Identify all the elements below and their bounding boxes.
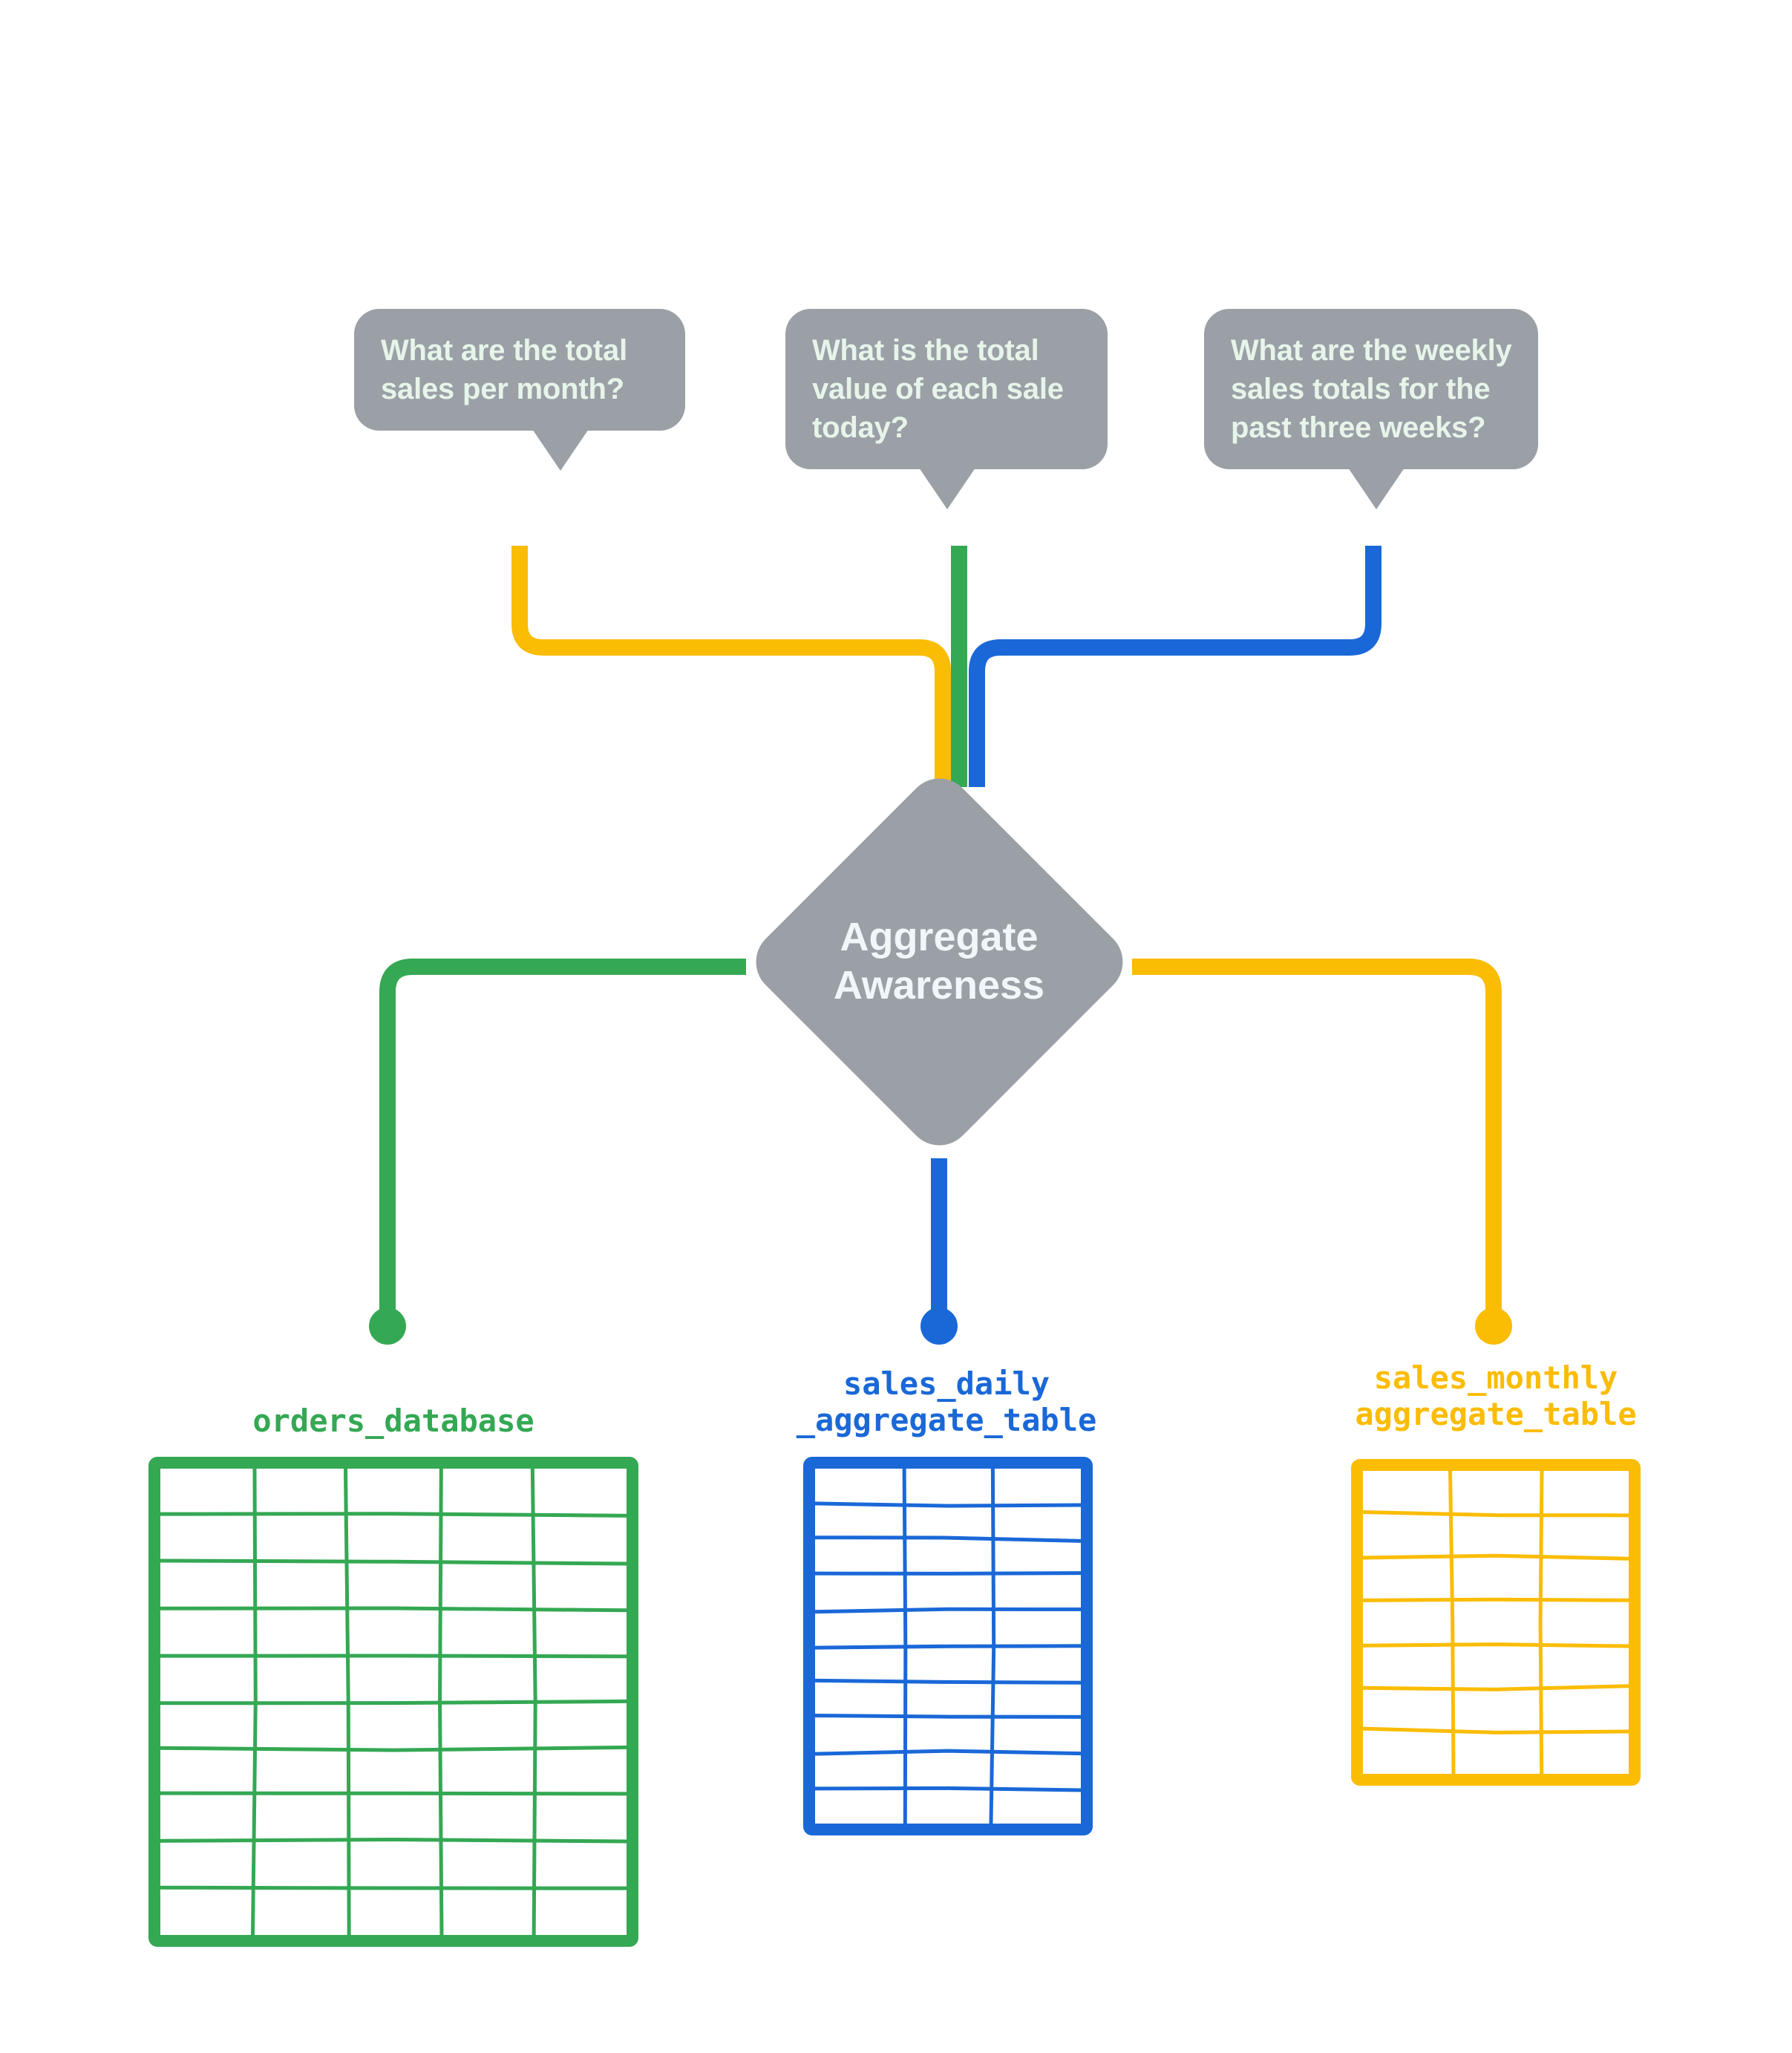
question-bubble-weekly-text: What are the weekly sales totals for the…: [1231, 334, 1512, 444]
table-row-divider: [1363, 1645, 1629, 1646]
table-sales-monthly[interactable]: [1351, 1459, 1641, 1786]
connector-question-monthly: [520, 546, 943, 787]
table-caption-orders-database: orders_database: [104, 1403, 683, 1440]
table-row-divider: [160, 1887, 627, 1888]
table-row-divider: [1363, 1512, 1629, 1515]
endpoint-dot-sales-daily: [920, 1308, 958, 1345]
question-bubble-monthly-text: What are the total sales per month?: [381, 334, 627, 405]
table-row-divider: [160, 1608, 627, 1610]
table-row-divider: [815, 1788, 1081, 1790]
table-row-divider: [160, 1656, 627, 1657]
table-row-divider: [815, 1573, 1081, 1574]
connector-orders-database: [387, 967, 746, 1316]
table-row-divider: [1363, 1729, 1629, 1732]
aggregate-awareness-node[interactable]: Aggregate Awareness: [742, 765, 1136, 1158]
question-bubble-monthly[interactable]: What are the total sales per month?: [354, 309, 685, 431]
bubble-tail-icon: [1348, 468, 1405, 509]
table-row-divider: [1363, 1686, 1629, 1690]
table-row-divider: [815, 1538, 1081, 1541]
endpoint-dot-orders-database: [369, 1308, 406, 1345]
table-caption-sales-daily: sales_daily _aggregate_table: [727, 1366, 1165, 1438]
table-row-divider: [160, 1561, 627, 1564]
table-caption-sales-monthly: sales_monthly aggregate_table: [1295, 1360, 1696, 1432]
diamond-shape: [742, 765, 1136, 1158]
table-row-divider: [1363, 1556, 1629, 1558]
table-row-divider: [815, 1504, 1081, 1506]
table-row-divider: [160, 1793, 627, 1794]
table-row-divider: [1363, 1599, 1629, 1600]
bubble-tail-icon: [919, 468, 975, 509]
table-row-divider: [160, 1840, 627, 1841]
bubble-tail-icon: [532, 429, 589, 471]
table-row-divider: [815, 1680, 1081, 1682]
question-bubble-weekly[interactable]: What are the weekly sales totals for the…: [1204, 309, 1538, 469]
table-row-divider: [815, 1751, 1081, 1754]
table-row-divider: [160, 1747, 627, 1750]
table-column-divider: [1451, 1471, 1453, 1774]
table-row-divider: [815, 1609, 1081, 1611]
endpoint-dot-sales-monthly: [1475, 1308, 1512, 1345]
table-row-divider: [160, 1514, 627, 1516]
table-orders-database[interactable]: [148, 1457, 638, 1947]
table-sales-daily[interactable]: [803, 1457, 1093, 1835]
question-bubble-daily-text: What is the total value of each sale tod…: [812, 334, 1064, 444]
table-row-divider: [815, 1715, 1081, 1717]
table-row-divider: [160, 1701, 627, 1703]
table-row-divider: [815, 1646, 1081, 1648]
question-bubble-daily[interactable]: What is the total value of each sale tod…: [785, 309, 1108, 469]
connector-sales-monthly: [1132, 967, 1494, 1316]
connector-question-weekly: [977, 546, 1373, 787]
